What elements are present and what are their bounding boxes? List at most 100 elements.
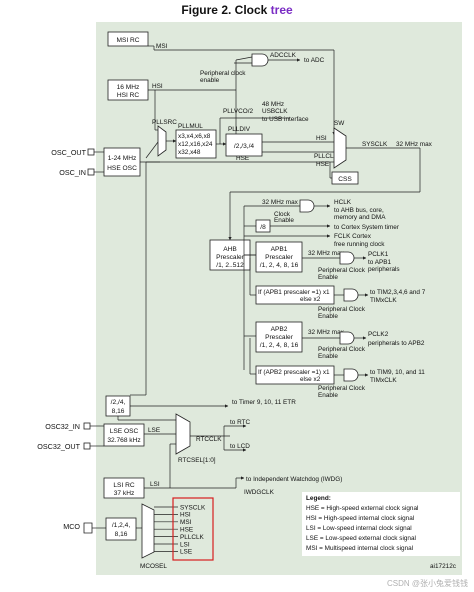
mco-div-label-1: /1,2,4, bbox=[112, 522, 130, 529]
clock-enable-label-2: Enable bbox=[274, 217, 294, 224]
fclk-label-2: free running clock bbox=[334, 241, 385, 248]
osc-in-pin-label: OSC_IN bbox=[59, 168, 86, 177]
tim1-enable-label-2: Enable bbox=[318, 313, 338, 320]
msi-rc-block bbox=[107, 31, 149, 47]
mco-source-lines bbox=[154, 506, 178, 552]
csdn-watermark: CSDN @张小兔爱钱钱 bbox=[387, 578, 468, 588]
iwdgclk-label: IWDGCLK bbox=[244, 489, 275, 496]
mco-source-lse: LSE bbox=[180, 549, 192, 556]
adcclk-label: ADCCLK bbox=[270, 52, 297, 59]
pllsrc-label: PLLSRC bbox=[152, 119, 177, 126]
tim1-gate bbox=[343, 288, 359, 302]
mco-source-pllclk: PLLCLK bbox=[180, 534, 205, 541]
rtcclk-label: RTCCLK bbox=[196, 436, 222, 443]
hse-osc-block bbox=[103, 147, 141, 177]
pclk2-enable-label-2: Enable bbox=[318, 353, 338, 360]
timxclk2-label: TIMxCLK bbox=[370, 377, 397, 384]
hse-osc-label-2: HSE OSC bbox=[107, 165, 137, 172]
tim1-to-label: to TIM2,3,4,6 and 7 bbox=[370, 289, 426, 296]
pllmul-line-1: x3,x4,x6,x8 bbox=[178, 133, 211, 140]
tim1-enable-label-1: Peripheral Clock bbox=[318, 306, 366, 313]
apb1-prescaler-block bbox=[255, 241, 303, 273]
osc-in-pin bbox=[87, 168, 95, 176]
apb2-prescaler-block bbox=[255, 321, 303, 353]
mco-source-highlight bbox=[172, 497, 214, 561]
tim2-gate bbox=[343, 368, 359, 382]
ahb-prescaler-label-3: /1, 2..512 bbox=[216, 262, 244, 269]
timxclk1-label: TIMxCLK bbox=[370, 297, 397, 304]
fclk-label-1: FCLK Cortex bbox=[334, 233, 372, 240]
pllclk-label: PLLCLK bbox=[314, 153, 339, 160]
to-adc-label: to ADC bbox=[304, 57, 325, 64]
hclk-gate bbox=[299, 199, 315, 213]
to-iwdg-label: to Independent Watchdog (IWDG) bbox=[246, 476, 342, 483]
mco-divider bbox=[105, 517, 137, 541]
plldiv-block bbox=[225, 133, 263, 157]
ahb-prescaler-block bbox=[209, 239, 251, 271]
tim2-enable-label-1: Peripheral Clock bbox=[318, 385, 366, 392]
mco-source-msi: MSI bbox=[180, 519, 192, 526]
sw-label: SW bbox=[334, 120, 345, 127]
ahb-prescaler-label-1: AHB bbox=[223, 246, 237, 253]
hclk-to-label-2: memory and DMA bbox=[334, 214, 386, 221]
apb1-prescaler-label-2: Prescaler bbox=[265, 254, 294, 261]
rtcsel-mux bbox=[175, 413, 191, 455]
pllvco-label: PLLVCO/2 bbox=[223, 108, 254, 115]
sysclk-max-label: 32 MHz max bbox=[396, 141, 433, 148]
osc32-in-pin bbox=[83, 422, 91, 430]
osc32-out-pin bbox=[83, 442, 91, 450]
rtc-div-label-1: /2,/4, bbox=[111, 399, 126, 406]
apb2-mult-label-2: else x2 bbox=[300, 376, 321, 383]
to-lcd-label: to LCD bbox=[230, 443, 250, 450]
figure-title-highlight: tree bbox=[270, 3, 293, 17]
mcosel-mux bbox=[141, 503, 155, 559]
hse-osc-label-1: 1-24 MHz bbox=[108, 155, 137, 162]
apb1-prescaler-label-3: /1, 2, 4, 8, 16 bbox=[260, 262, 299, 269]
to-rtc-label: to RTC bbox=[230, 419, 251, 426]
osc32-in-pin-label: OSC32_IN bbox=[45, 422, 80, 431]
legend-item-hse: HSE = High-speed external clock signal bbox=[306, 505, 418, 512]
osc32-out-pin-label: OSC32_OUT bbox=[37, 442, 80, 451]
to-timer-etr-label: to Timer 9, 10, 11 ETR bbox=[232, 399, 296, 406]
sw-mux bbox=[333, 127, 347, 169]
apb2-prescaler-label-2: Prescaler bbox=[265, 334, 294, 341]
pclk1-gate bbox=[339, 251, 355, 265]
ahb-max-label: 32 MHz max bbox=[262, 199, 299, 206]
plldiv-value: /2,/3,/4 bbox=[234, 143, 254, 150]
css-label: CSS bbox=[338, 176, 352, 183]
osc-out-pin bbox=[87, 148, 95, 156]
div8-label: /8 bbox=[260, 224, 266, 231]
ahb-prescaler-label-2: Prescaler bbox=[216, 254, 245, 261]
clock-enable-label-1: Clock bbox=[274, 211, 291, 218]
apb2-mult-label-1: If (APB2 prescaler =1) x1 bbox=[258, 369, 330, 376]
pllmul-line-2: x12,x16,x24 bbox=[178, 141, 213, 148]
pclk1-to-label-1: to APB1 bbox=[368, 259, 392, 266]
sw-hsi-label: HSI bbox=[316, 135, 327, 142]
sw-hse-label: HSE bbox=[316, 161, 329, 168]
hclk-label: HCLK bbox=[334, 199, 352, 206]
msi-signal-label: MSI bbox=[156, 43, 168, 50]
adc-enable-label-2: enable bbox=[200, 77, 220, 84]
pclk1-enable-label-1: Peripheral Clock bbox=[318, 267, 366, 274]
adc-enable-label-1: Peripheral clock bbox=[200, 70, 246, 77]
usbclk-label: USBCLK bbox=[262, 108, 288, 115]
sysclk-label: SYSCLK bbox=[362, 141, 388, 148]
tim2-enable-label-2: Enable bbox=[318, 392, 338, 399]
rtc-div-label-2: 8,16 bbox=[112, 408, 125, 415]
msi-rc-label: MSI RC bbox=[116, 37, 139, 44]
to-usb-label: to USB interface bbox=[262, 116, 309, 123]
pclk2-to-label: peripherals to APB2 bbox=[368, 340, 425, 347]
mco-div-label-2: 8,16 bbox=[115, 531, 128, 538]
legend-item-hsi: HSI = High-speed internal clock signal bbox=[306, 515, 414, 522]
pclk2-enable-label-1: Peripheral Clock bbox=[318, 346, 366, 353]
tim2-to-label: to TIM9, 10, and 11 bbox=[370, 369, 425, 376]
apb2-prescaler-label-3: /1, 2, 4, 8, 16 bbox=[260, 342, 299, 349]
legend-title: Legend: bbox=[306, 495, 331, 502]
pllsrc-mux bbox=[157, 125, 167, 157]
figure-title: Figure 2. Clock tree bbox=[0, 3, 474, 17]
apb1-mult-label-2: else x2 bbox=[300, 296, 321, 303]
figure-title-prefix: Figure 2. Clock bbox=[181, 3, 271, 17]
osc-out-pin-label: OSC_OUT bbox=[51, 148, 86, 157]
